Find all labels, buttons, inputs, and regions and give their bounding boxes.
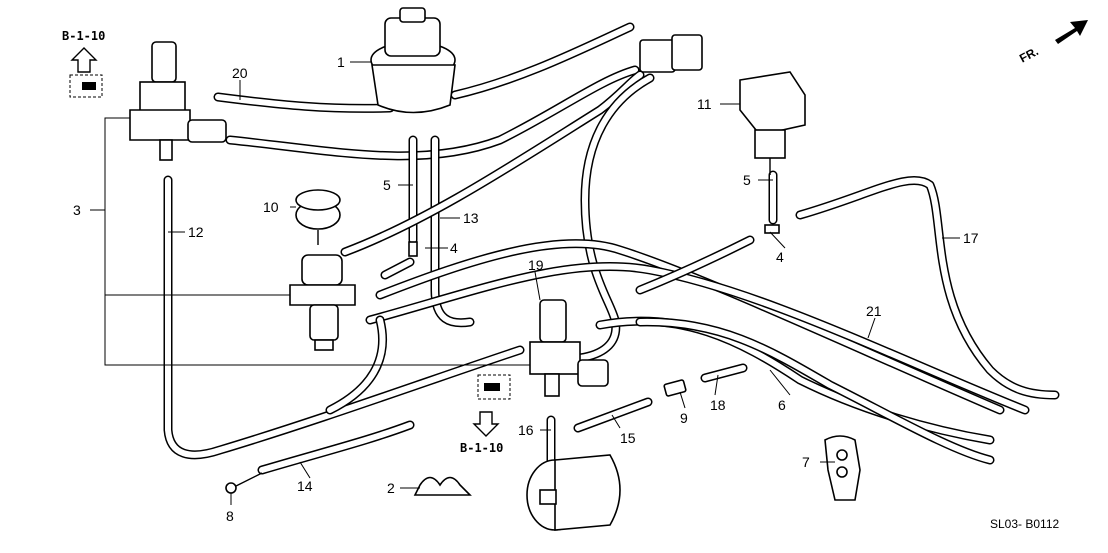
label-part-4-right: 4 — [776, 249, 784, 265]
leader-lines — [90, 61, 960, 505]
screw-icon-lower — [477, 374, 511, 400]
arrow-up-icon — [70, 47, 98, 73]
screw-icon-upper — [69, 74, 103, 98]
label-part-5-middle: 5 — [383, 177, 391, 193]
label-part-17: 17 — [963, 230, 979, 246]
label-part-9: 9 — [680, 410, 688, 426]
solenoid-valve-part-3-lower — [529, 299, 609, 397]
label-part-11: 11 — [697, 96, 712, 112]
label-part-5-right: 5 — [743, 172, 751, 188]
fitting-part-9 — [663, 379, 687, 397]
vacuum-canister-part-1 — [370, 7, 456, 114]
joint-fittings — [408, 224, 780, 257]
label-part-6: 6 — [778, 397, 786, 413]
label-part-14: 14 — [297, 478, 313, 494]
cap-part-10 — [295, 189, 341, 245]
label-part-13: 13 — [463, 210, 479, 226]
arrow-down-icon — [472, 411, 500, 437]
map-sensor-part-11 — [739, 71, 806, 175]
label-part-18: 18 — [710, 397, 726, 413]
label-part-1: 1 — [337, 54, 345, 70]
hoses — [163, 22, 1060, 475]
pin-part-8 — [225, 472, 263, 494]
label-part-15: 15 — [620, 430, 636, 446]
vacuum-actuator — [289, 254, 356, 351]
label-part-8: 8 — [226, 508, 234, 524]
reference-tag-top: B-1-10 — [62, 29, 105, 43]
solenoid-valve-part-3-upper — [129, 41, 227, 161]
label-part-12: 12 — [188, 224, 204, 240]
front-direction-arrow-icon — [1055, 20, 1088, 44]
label-part-21: 21 — [866, 303, 882, 319]
clip-part-2 — [413, 476, 472, 496]
label-part-3: 3 — [73, 202, 81, 218]
label-part-4-middle: 4 — [450, 240, 458, 256]
clip-bracket-part-7 — [824, 435, 861, 501]
electrical-connector — [639, 34, 703, 73]
bottom-canister — [526, 454, 621, 531]
label-part-20: 20 — [232, 65, 248, 81]
diagram-code: SL03- B0112 — [990, 517, 1059, 531]
label-part-2: 2 — [387, 480, 395, 496]
front-direction-label: FR. — [1017, 44, 1041, 65]
label-part-16: 16 — [518, 422, 534, 438]
label-part-7: 7 — [802, 454, 810, 470]
label-part-10: 10 — [263, 199, 279, 215]
label-part-19: 19 — [528, 257, 544, 273]
reference-tag-bottom: B-1-10 — [460, 441, 503, 455]
